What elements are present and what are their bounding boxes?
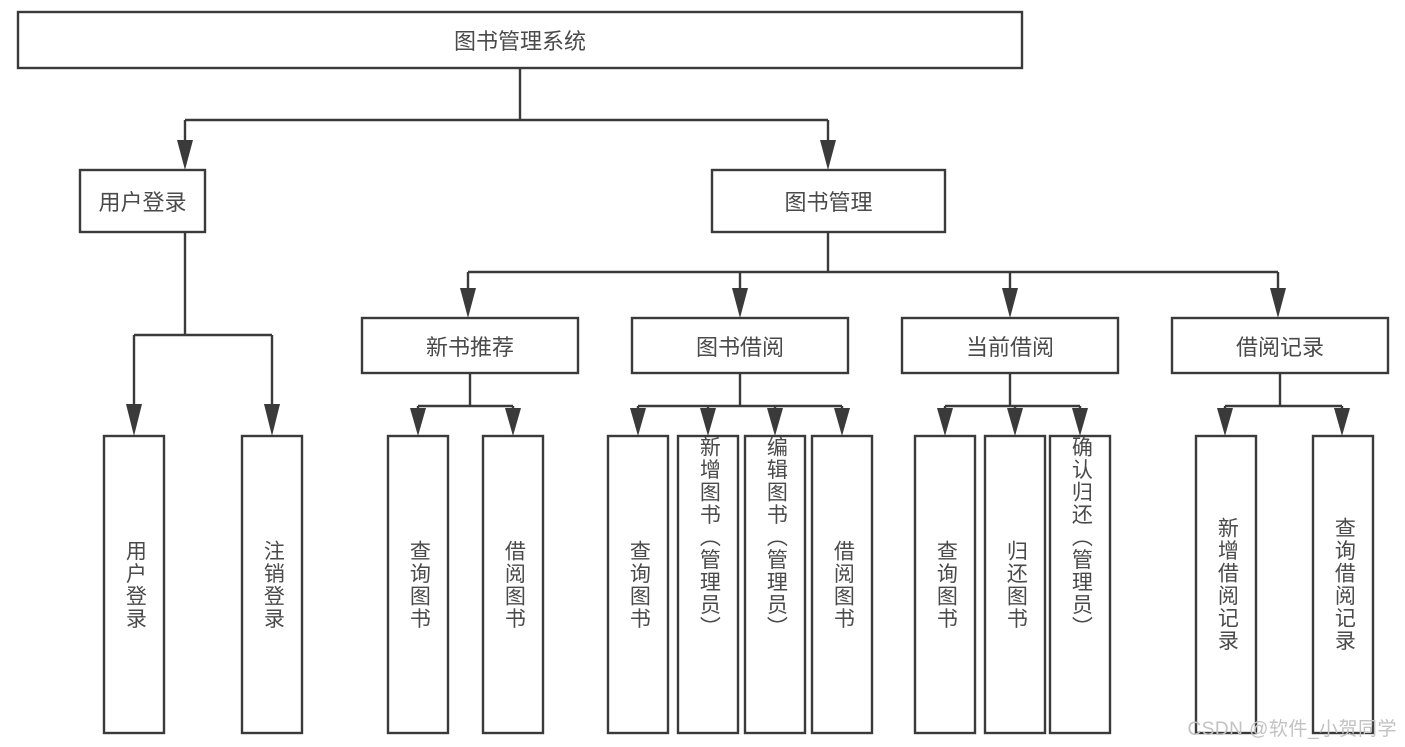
leaf-box-borrow-book-2[interactable] bbox=[810, 434, 874, 735]
arrow-icon bbox=[460, 288, 476, 318]
arrow-icon bbox=[177, 140, 193, 170]
leaf-box-query-book-1[interactable] bbox=[386, 434, 450, 735]
arrow-icon bbox=[505, 408, 521, 436]
node-root-box[interactable] bbox=[16, 10, 1024, 70]
arrow-icon bbox=[820, 140, 836, 170]
leaf-box-confirm-return-admin[interactable] bbox=[1048, 434, 1112, 735]
leaf-box-logout[interactable] bbox=[240, 434, 304, 735]
leaf-box-return-book[interactable] bbox=[983, 434, 1047, 735]
arrow-icon bbox=[1334, 408, 1350, 436]
arrow-icon bbox=[630, 408, 646, 436]
node-borrow-record-box[interactable] bbox=[1170, 316, 1390, 375]
connector-user-login-to-leaves bbox=[126, 232, 280, 436]
node-book-borrow-box[interactable] bbox=[630, 316, 850, 375]
connector-book-borrow-to-leaves bbox=[630, 373, 850, 436]
connector-book-mgmt-to-level3 bbox=[460, 232, 1286, 318]
arrow-icon bbox=[834, 408, 850, 436]
connector-borrow-record-to-leaves bbox=[1217, 373, 1350, 436]
arrow-icon bbox=[732, 288, 748, 318]
node-new-book-recommend-box[interactable] bbox=[360, 316, 580, 375]
node-current-borrow-box[interactable] bbox=[900, 316, 1120, 375]
node-user-login-box[interactable] bbox=[78, 168, 207, 234]
leaf-box-borrow-book-1[interactable] bbox=[481, 434, 545, 735]
arrow-icon bbox=[1072, 408, 1088, 436]
connector-new-book-to-leaves bbox=[410, 373, 521, 436]
arrow-icon bbox=[264, 404, 280, 436]
leaf-box-query-borrow-record[interactable] bbox=[1311, 434, 1375, 735]
leaf-box-query-book-2[interactable] bbox=[606, 434, 670, 735]
arrow-icon bbox=[700, 408, 716, 436]
leaf-box-add-book-admin[interactable] bbox=[676, 434, 740, 735]
arrow-icon bbox=[1270, 288, 1286, 318]
leaf-box-add-borrow-record[interactable] bbox=[1194, 434, 1258, 735]
leaf-box-user-login[interactable] bbox=[102, 434, 166, 735]
leaf-box-query-book-3[interactable] bbox=[913, 434, 977, 735]
arrow-icon bbox=[126, 404, 142, 436]
arrow-icon bbox=[1002, 288, 1018, 318]
node-book-management-box[interactable] bbox=[710, 168, 947, 234]
arrow-icon bbox=[1007, 408, 1023, 436]
arrow-icon bbox=[410, 408, 426, 436]
csdn-watermark: CSDN @软件_小贺同学 bbox=[1187, 719, 1397, 740]
arrow-icon bbox=[767, 408, 783, 436]
connector-root-to-level2 bbox=[177, 68, 836, 170]
connector-current-borrow-to-leaves bbox=[937, 373, 1088, 436]
arrow-icon bbox=[937, 408, 953, 436]
leaf-box-edit-book-admin[interactable] bbox=[743, 434, 807, 735]
arrow-icon bbox=[1217, 408, 1233, 436]
